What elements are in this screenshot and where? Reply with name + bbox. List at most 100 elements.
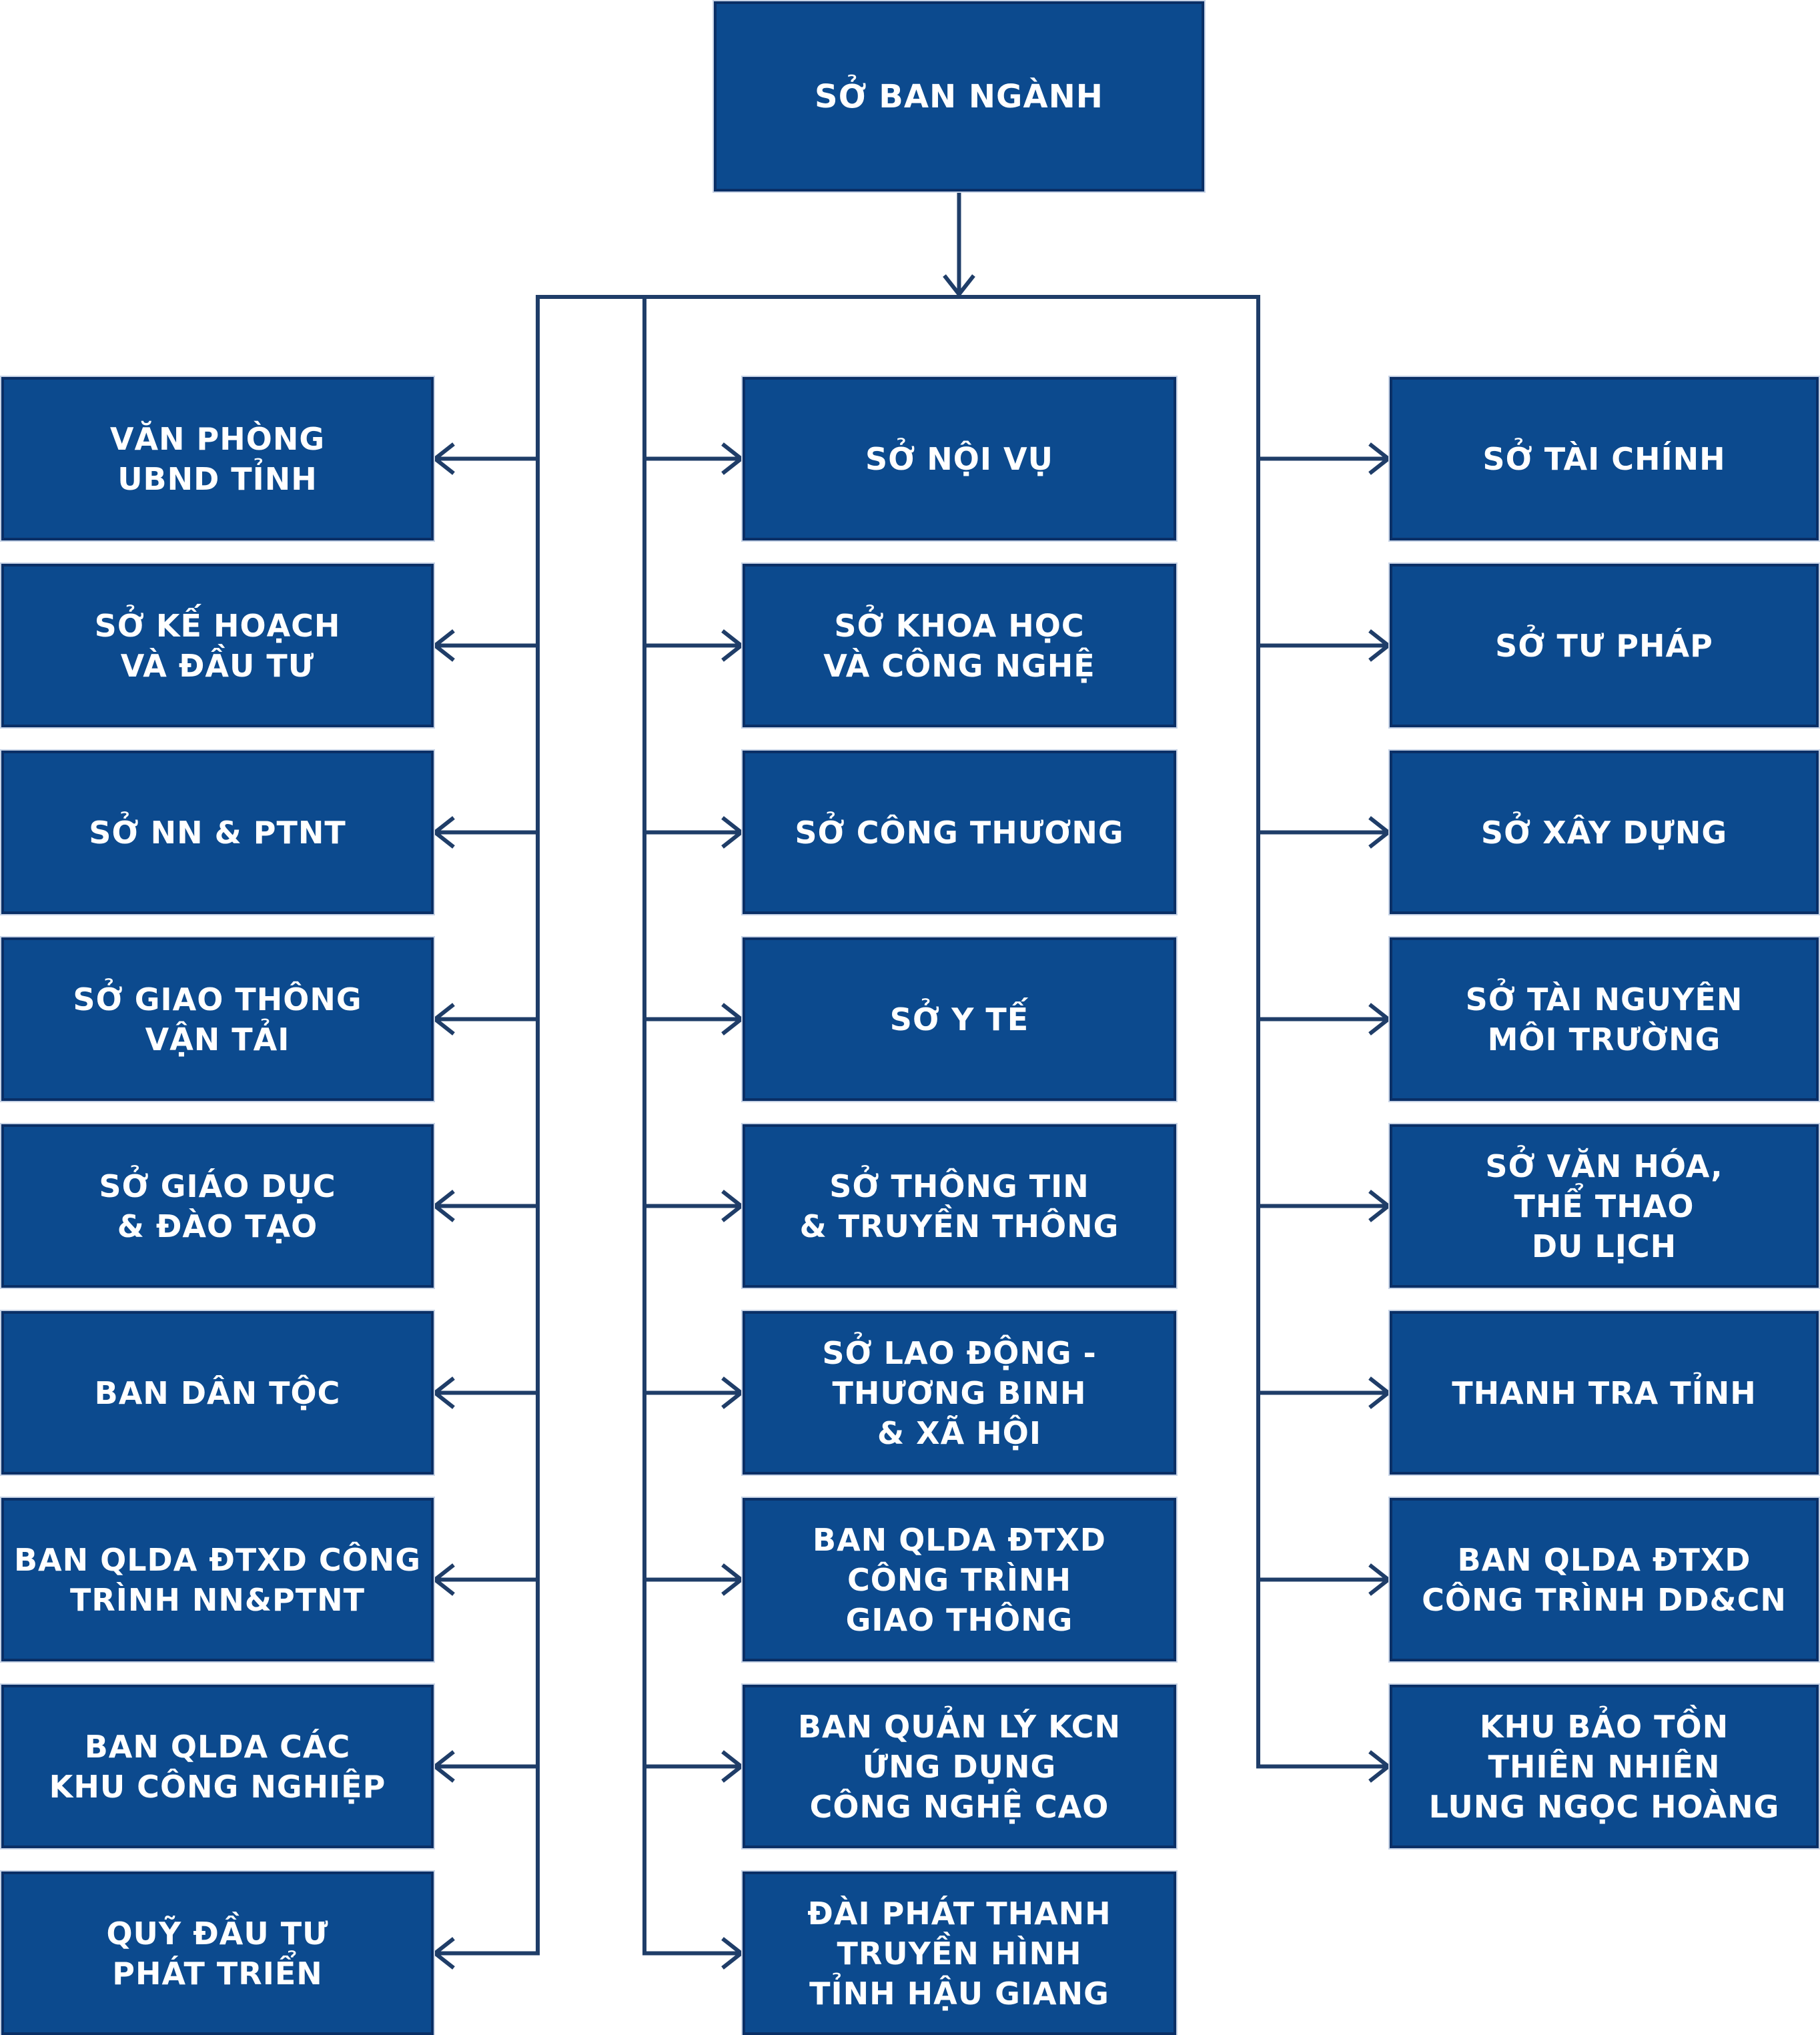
- left-branch-arrowhead-8: [432, 1750, 455, 1783]
- right-box-2: SỞ TƯ PHÁP: [1390, 564, 1819, 727]
- right-box-5-label-line: SỞ VĂN HÓA,: [1485, 1148, 1723, 1184]
- left-box-5-label-line: & ĐÀO TẠO: [117, 1208, 318, 1244]
- middle-box-5: SỞ THÔNG TIN & TRUYỀN THÔNG: [743, 1124, 1176, 1288]
- root-stem-arrowhead: [943, 274, 975, 298]
- left-branch-arrowhead-1: [432, 442, 455, 475]
- middle-box-3-label-line: SỞ CÔNG THƯƠNG: [795, 814, 1124, 851]
- middle-box-4: SỞ Y TẾ: [743, 937, 1176, 1101]
- middle-box-2-label-line: SỞ KHOA HỌC: [834, 607, 1085, 644]
- middle-box-6: SỞ LAO ĐỘNG -THƯƠNG BINH& XÃ HỘI: [743, 1311, 1176, 1475]
- middle-box-6-label-line: THƯƠNG BINH: [832, 1374, 1087, 1411]
- right-branch-arrowhead-4: [1368, 1003, 1392, 1036]
- middle-box-1-label-line: SỞ NỘI VỤ: [865, 440, 1053, 477]
- left-branch-arrowhead-9: [432, 1937, 455, 1970]
- middle-branch-arrowhead-8: [721, 1750, 745, 1783]
- middle-box-9-label-line: TỈNH HẬU GIANG: [809, 1975, 1109, 2012]
- middle-box-9-label-line: ĐÀI PHÁT THANH: [807, 1895, 1111, 1932]
- left-box-5-label-line: SỞ GIÁO DỤC: [99, 1168, 336, 1204]
- left-box-3: SỞ NN & PTNT: [1, 751, 434, 914]
- middle-box-9-label-line: TRUYỀN HÌNH: [837, 1935, 1082, 1972]
- middle-branch-arrowhead-5: [721, 1190, 745, 1222]
- right-box-8-label-line: LUNG NGỌC HOÀNG: [1428, 1788, 1780, 1825]
- left-branch-arrowhead-2: [432, 629, 455, 662]
- middle-box-2-label-line: VÀ CÔNG NGHỆ: [823, 647, 1095, 684]
- middle-box-8-label-line: ỨNG DỤNG: [862, 1748, 1057, 1785]
- right-box-2-label-line: SỞ TƯ PHÁP: [1495, 627, 1713, 664]
- left-box-7-label-line: TRÌNH NN&PTNT: [69, 1581, 365, 1618]
- middle-box-6-label-line: & XÃ HỘI: [877, 1414, 1041, 1451]
- middle-branch-arrowhead-2: [721, 629, 745, 662]
- right-branch-arrowhead-5: [1368, 1190, 1392, 1222]
- right-box-3-label-line: SỞ XÂY DỰNG: [1480, 814, 1728, 851]
- root-box-so-ban-nganh: SỞ BAN NGÀNH: [714, 1, 1204, 191]
- left-box-8-label-line: KHU CÔNG NGHIỆP: [49, 1768, 386, 1805]
- middle-branch-arrowhead-3: [721, 816, 745, 849]
- left-box-6: BAN DÂN TỘC: [1, 1311, 434, 1475]
- middle-branch-arrowhead-1: [721, 442, 745, 475]
- root-box-so-ban-nganh-label-line: SỞ BAN NGÀNH: [815, 77, 1103, 115]
- middle-box-1: SỞ NỘI VỤ: [743, 377, 1176, 540]
- right-box-6-label-line: THANH TRA TỈNH: [1452, 1374, 1757, 1411]
- right-branch-arrowhead-7: [1368, 1563, 1392, 1596]
- right-box-7-label-line: CÔNG TRÌNH DD&CN: [1422, 1581, 1787, 1618]
- right-box-6: THANH TRA TỈNH: [1390, 1311, 1819, 1475]
- right-branch-arrowhead-1: [1368, 442, 1392, 475]
- middle-branch-arrowhead-9: [721, 1937, 745, 1970]
- left-box-3-label-line: SỞ NN & PTNT: [89, 814, 346, 851]
- left-box-2-label-line: SỞ KẾ HOẠCH: [94, 607, 341, 644]
- middle-box-7-label-line: GIAO THÔNG: [845, 1601, 1073, 1638]
- middle-branch-arrowhead-4: [721, 1003, 745, 1036]
- left-branch-arrowhead-7: [432, 1563, 455, 1596]
- right-branch-arrowhead-2: [1368, 629, 1392, 662]
- left-box-4-label-line: VẬN TẢI: [145, 1021, 290, 1058]
- left-box-8-label-line: BAN QLDA CÁC: [84, 1728, 351, 1765]
- left-box-5: SỞ GIÁO DỤC & ĐÀO TẠO: [1, 1124, 434, 1288]
- middle-box-5-label-line: & TRUYỀN THÔNG: [799, 1208, 1119, 1244]
- right-box-5: SỞ VĂN HÓA, THỂ THAO DU LỊCH: [1390, 1124, 1819, 1288]
- right-box-5-label-line: DU LỊCH: [1531, 1228, 1677, 1264]
- left-branch-arrowhead-4: [432, 1003, 455, 1036]
- left-box-4-label-line: SỞ GIAO THÔNG: [73, 981, 362, 1018]
- right-box-1: SỞ TÀI CHÍNH: [1390, 377, 1819, 540]
- left-branch-arrowhead-5: [432, 1190, 455, 1222]
- right-box-4-label-line: MÔI TRƯỜNG: [1487, 1021, 1721, 1058]
- middle-box-4-label-line: SỞ Y TẾ: [889, 1001, 1029, 1038]
- right-box-7-label-line: BAN QLDA ĐTXD: [1457, 1541, 1751, 1578]
- right-branch-arrowhead-8: [1368, 1750, 1392, 1783]
- middle-branch-arrowhead-6: [721, 1376, 745, 1409]
- left-box-9-label-line: QUỸ ĐẦU TƯ: [106, 1915, 329, 1952]
- left-branch-arrowhead-3: [432, 816, 455, 849]
- middle-box-7-label-line: BAN QLDA ĐTXD: [813, 1521, 1106, 1558]
- left-box-6-label-line: BAN DÂN TỘC: [94, 1374, 341, 1411]
- left-branch-arrowhead-6: [432, 1376, 455, 1409]
- right-box-8-label-line: KHU BẢO TỒN: [1479, 1708, 1729, 1745]
- middle-box-8-label-line: BAN QUẢN LÝ KCN: [797, 1708, 1121, 1745]
- middle-branch-arrowhead-7: [721, 1563, 745, 1596]
- left-box-1-label-line: UBND TỈNH: [117, 460, 318, 497]
- left-box-2-label-line: VÀ ĐẦU TƯ: [120, 647, 315, 684]
- middle-box-6-label-line: SỞ LAO ĐỘNG -: [822, 1334, 1097, 1371]
- right-branch-arrowhead-3: [1368, 816, 1392, 849]
- middle-box-5-label-line: SỞ THÔNG TIN: [829, 1168, 1089, 1204]
- right-box-8-label-line: THIÊN NHIÊN: [1488, 1748, 1721, 1785]
- middle-box-8-label-line: CÔNG NGHỆ CAO: [809, 1788, 1109, 1825]
- right-box-5-label-line: THỂ THAO: [1514, 1188, 1695, 1224]
- left-box-7-label-line: BAN QLDA ĐTXD CÔNG: [13, 1541, 422, 1578]
- middle-box-7-label-line: CÔNG TRÌNH: [847, 1561, 1072, 1598]
- right-box-3: SỞ XÂY DỰNG: [1390, 751, 1819, 914]
- right-box-1-label-line: SỞ TÀI CHÍNH: [1482, 440, 1726, 477]
- right-branch-arrowhead-6: [1368, 1376, 1392, 1409]
